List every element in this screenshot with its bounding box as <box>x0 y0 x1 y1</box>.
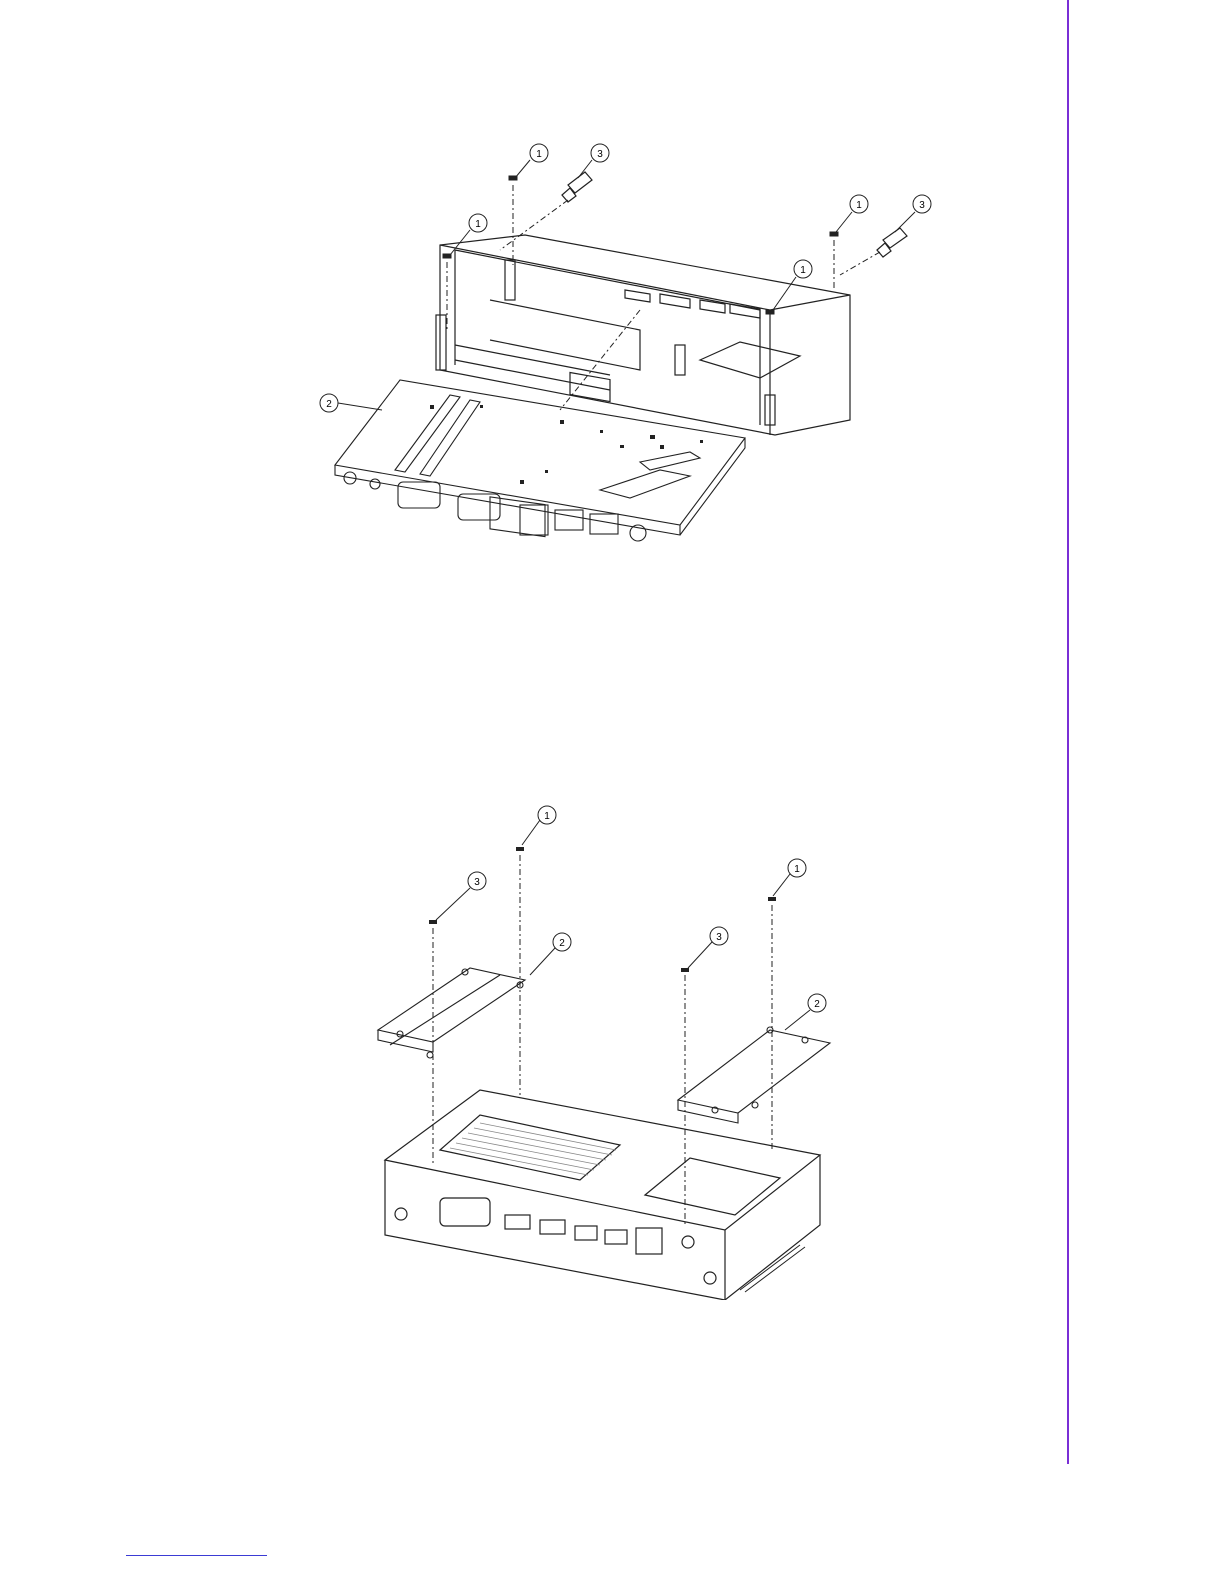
screws-bottom <box>429 847 776 972</box>
part-callout: 1 <box>538 806 556 824</box>
svg-text:3: 3 <box>919 200 925 211</box>
svg-text:2: 2 <box>326 399 332 410</box>
antenna-connectors <box>562 172 907 257</box>
svg-text:2: 2 <box>814 999 820 1010</box>
svg-text:1: 1 <box>856 200 862 211</box>
part-callout: 3 <box>913 195 931 213</box>
assembly-lines <box>433 855 772 1225</box>
svg-text:3: 3 <box>716 932 722 943</box>
screws-top <box>443 176 838 314</box>
part-callout: 1 <box>788 859 806 877</box>
svg-text:1: 1 <box>536 149 542 160</box>
part-callout: 2 <box>553 933 571 951</box>
part-callout: 3 <box>468 872 486 890</box>
svg-text:3: 3 <box>597 149 603 160</box>
svg-text:1: 1 <box>475 219 481 230</box>
callouts-top: 1 3 1 1 3 1 2 <box>320 144 931 412</box>
part-callout: 2 <box>808 994 826 1012</box>
vent-slots <box>740 1245 805 1292</box>
svg-text:2: 2 <box>559 938 565 949</box>
part-callout: 3 <box>710 927 728 945</box>
svg-text:3: 3 <box>474 877 480 888</box>
part-callout: 1 <box>794 260 812 278</box>
screw-icon <box>766 310 774 314</box>
assembly-lines <box>447 185 880 410</box>
chassis-body <box>385 1090 820 1300</box>
page-margin-rule <box>1067 0 1069 1464</box>
part-callout: 1 <box>469 214 487 232</box>
footer-link-underline <box>126 1555 267 1556</box>
screw-icon <box>516 847 524 851</box>
exploded-view-motherboard-assembly: 1 3 1 1 3 1 2 <box>300 130 960 570</box>
part-callout: 3 <box>591 144 609 162</box>
board-components <box>430 405 703 484</box>
svg-text:1: 1 <box>544 811 550 822</box>
screw-icon <box>830 232 838 236</box>
svg-text:1: 1 <box>800 265 806 276</box>
callout-leaders-top <box>338 160 915 410</box>
screw-icon <box>429 920 437 924</box>
heatsink-hatch <box>450 1123 616 1175</box>
mounting-bracket-left <box>378 968 525 1058</box>
chassis-tray <box>436 235 850 435</box>
exploded-view-mounting-brackets: 1 1 3 2 3 2 <box>360 800 840 1300</box>
part-callout: 2 <box>320 394 338 412</box>
motherboard <box>335 380 745 541</box>
screw-icon <box>768 897 776 901</box>
part-callout: 1 <box>530 144 548 162</box>
screw-icon <box>681 968 689 972</box>
heatsink-fins <box>440 1115 620 1180</box>
svg-text:1: 1 <box>794 864 800 875</box>
mounting-bracket-right <box>678 1027 830 1123</box>
part-callout: 1 <box>850 195 868 213</box>
callout-leaders-bottom <box>436 820 810 1030</box>
